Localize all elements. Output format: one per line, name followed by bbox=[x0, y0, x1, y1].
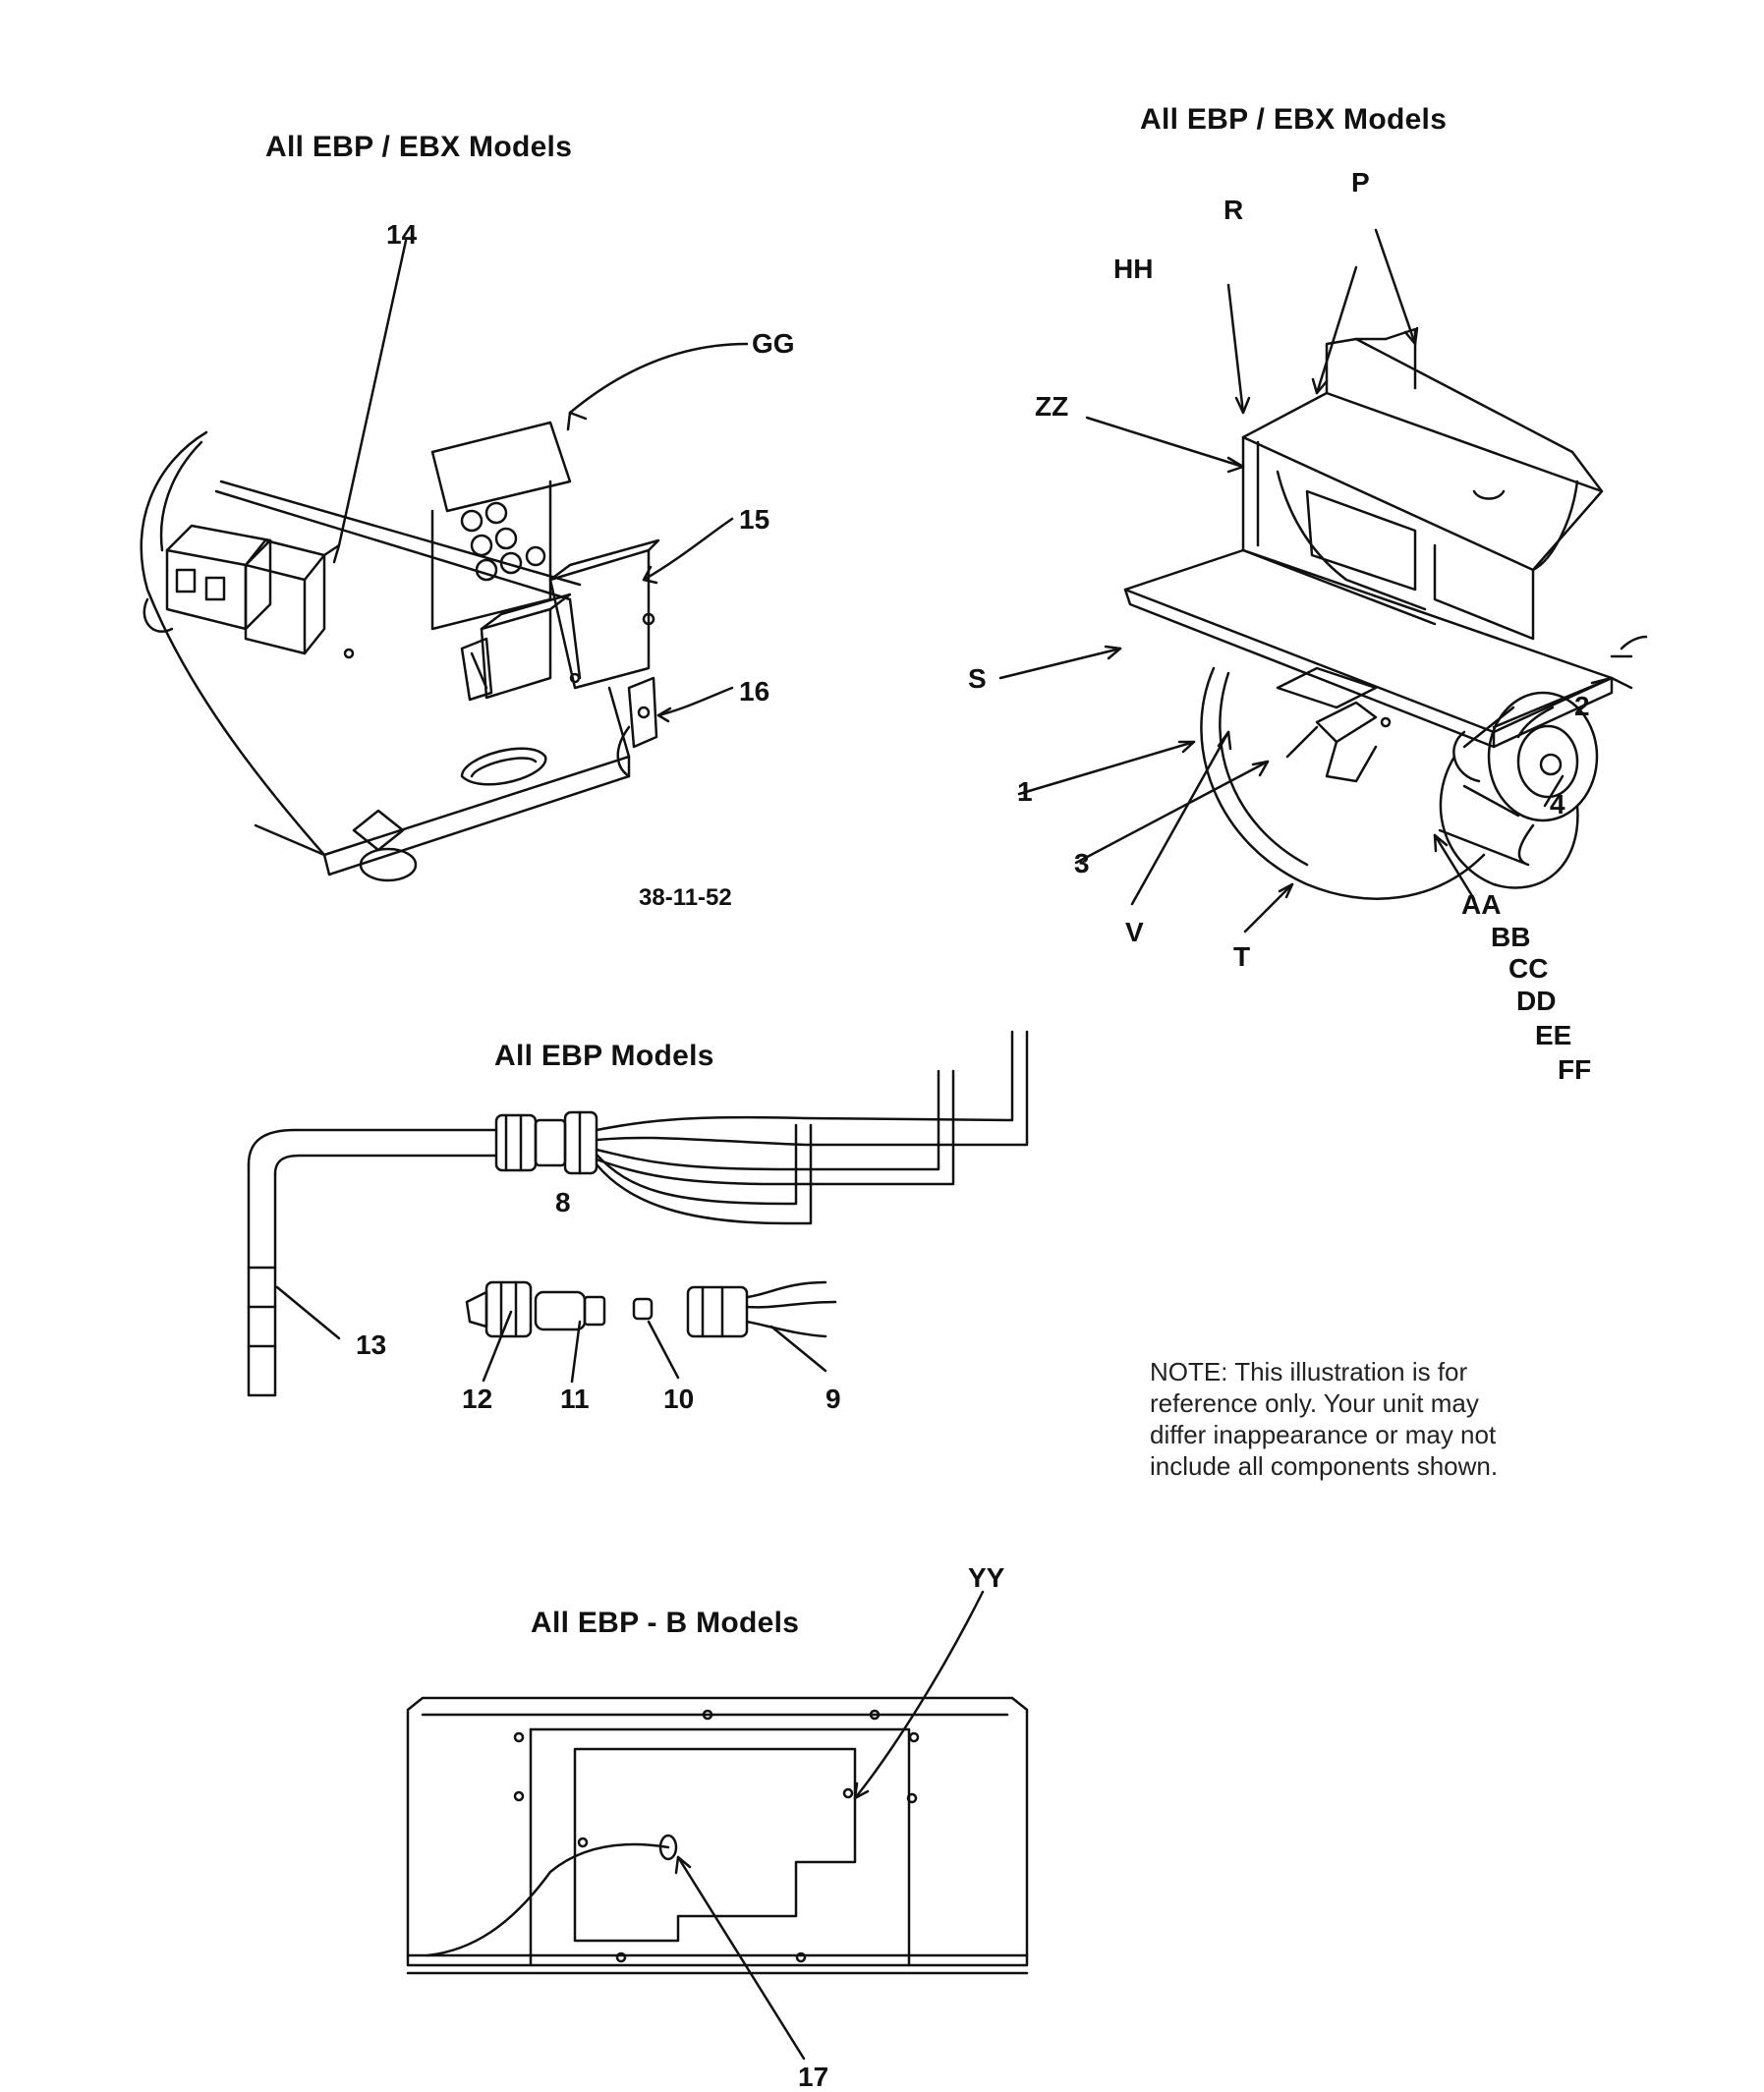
terminal-board-GG bbox=[432, 423, 570, 629]
callout-YY: YY bbox=[968, 1562, 1005, 1593]
callout-16: 16 bbox=[739, 676, 770, 707]
note-line-1: NOTE: This illustration is for bbox=[1150, 1357, 1468, 1386]
callout-15: 15 bbox=[739, 504, 770, 535]
callout-P: P bbox=[1351, 167, 1370, 198]
relay-15 bbox=[462, 540, 658, 700]
capillary-tube-drawing bbox=[249, 1032, 1027, 1395]
callout-CC: CC bbox=[1508, 953, 1549, 984]
callout-10: 10 bbox=[663, 1384, 695, 1414]
callout-9: 9 bbox=[825, 1384, 841, 1414]
top-right-panel-title: All EBP / EBX Models bbox=[1140, 103, 1448, 136]
top-left-panel-title: All EBP / EBX Models bbox=[265, 131, 573, 163]
note-line-4: include all components shown. bbox=[1150, 1451, 1499, 1481]
callout-DD: DD bbox=[1516, 986, 1557, 1016]
figure-number: 38-11-52 bbox=[639, 884, 732, 911]
callout-ZZ: ZZ bbox=[1035, 391, 1069, 422]
note-line-3: differ inappearance or may not bbox=[1150, 1420, 1497, 1449]
control-box-drawing bbox=[142, 241, 747, 880]
callout-12: 12 bbox=[462, 1384, 493, 1414]
callout-8: 8 bbox=[555, 1187, 571, 1217]
callout-GG: GG bbox=[752, 328, 795, 359]
callout-11: 11 bbox=[560, 1384, 590, 1414]
callout-EE: EE bbox=[1535, 1020, 1572, 1050]
callout-V: V bbox=[1125, 917, 1144, 947]
callout-13: 13 bbox=[356, 1329, 387, 1360]
callout-HH: HH bbox=[1113, 254, 1154, 284]
callout-4: 4 bbox=[1550, 789, 1565, 820]
middle-panel-title: All EBP Models bbox=[494, 1040, 714, 1072]
callout-17: 17 bbox=[798, 2062, 829, 2092]
base-panel-drawing bbox=[408, 1592, 1027, 2059]
bracket-16 bbox=[618, 678, 656, 776]
bottom-panel-title: All EBP - B Models bbox=[531, 1607, 800, 1639]
callout-14: 14 bbox=[386, 219, 418, 250]
callout-FF: FF bbox=[1558, 1054, 1592, 1085]
transformer-14 bbox=[144, 526, 353, 657]
callout-2: 2 bbox=[1574, 691, 1590, 721]
callout-T: T bbox=[1233, 941, 1251, 972]
callout-AA: AA bbox=[1461, 889, 1502, 920]
callout-3: 3 bbox=[1074, 848, 1090, 878]
callout-R: R bbox=[1223, 195, 1244, 225]
note-line-2: reference only. Your unit may bbox=[1150, 1388, 1479, 1418]
callout-1: 1 bbox=[1017, 776, 1033, 807]
reference-note: NOTE: This illustration is for reference… bbox=[1150, 1356, 1572, 1482]
callout-BB: BB bbox=[1491, 922, 1531, 952]
blower-assembly-drawing bbox=[1000, 230, 1646, 932]
callout-S: S bbox=[968, 663, 987, 694]
